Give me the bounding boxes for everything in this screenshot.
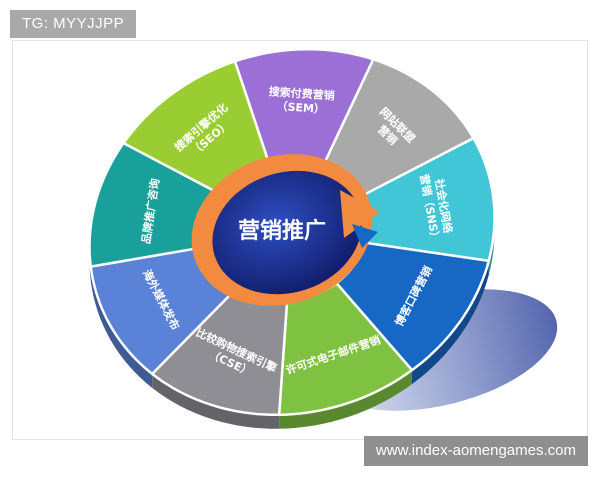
segment-label-1: 搜索付费营销（SEM） xyxy=(267,84,335,117)
segment-side-7 xyxy=(90,266,153,388)
segment-side-5 xyxy=(279,370,412,429)
hub-core xyxy=(212,170,362,295)
arrow-gap xyxy=(352,224,378,248)
segment-label-line: （SEM） xyxy=(276,100,325,116)
center-title: 营销推广 xyxy=(238,218,326,244)
center-hub: 营销推广 xyxy=(191,154,380,306)
arrow-head xyxy=(340,190,380,238)
segment-label-line: 搜索付费营销 xyxy=(268,84,335,103)
wheel-segments: 搜索引擎优化（SEO）搜索付费营销（SEM）网站联盟营销社会化网络营销（SNS）… xyxy=(88,47,496,417)
watermark-tag: TG: MYYJJPP xyxy=(10,10,137,38)
watermark-url: www.index-aomengames.com xyxy=(363,436,588,466)
segment-side-4 xyxy=(412,260,489,385)
segment-side-6 xyxy=(152,373,280,429)
